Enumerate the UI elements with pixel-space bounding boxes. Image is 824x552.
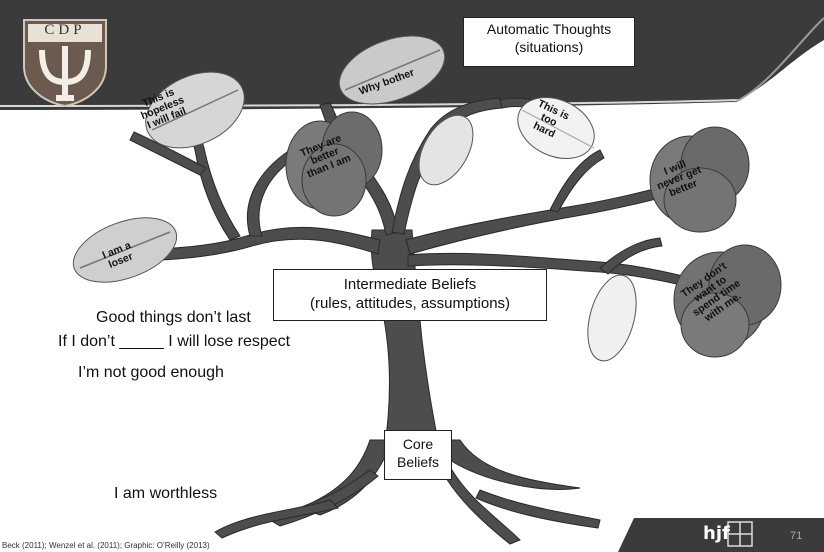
- leaf-why-bother: [330, 23, 454, 117]
- intermediate-belief-3: I’m not good enough: [78, 364, 224, 382]
- intermediate-beliefs-box: Intermediate Beliefs (rules, attitudes, …: [273, 269, 547, 321]
- core-belief-statement: I am worthless: [114, 485, 217, 503]
- core-beliefs-box: Core Beliefs: [384, 430, 452, 480]
- citation: Beck (2011); Wenzel et al. (2011); Graph…: [2, 541, 210, 550]
- core-beliefs-label: Core Beliefs: [385, 436, 451, 471]
- leaf-plain-right: [579, 270, 644, 366]
- intermediate-belief-1: Good things don’t last: [96, 309, 251, 327]
- intermediate-belief-2: If I don’t _____ I will lose respect: [58, 333, 290, 351]
- intermediate-beliefs-label: Intermediate Beliefs (rules, attitudes, …: [274, 276, 546, 314]
- hjf-logo: hjf: [703, 523, 730, 544]
- page-number: 71: [790, 530, 802, 542]
- automatic-thoughts-label: Automatic Thoughts (situations): [464, 21, 634, 56]
- automatic-thoughts-box: Automatic Thoughts (situations): [463, 17, 635, 67]
